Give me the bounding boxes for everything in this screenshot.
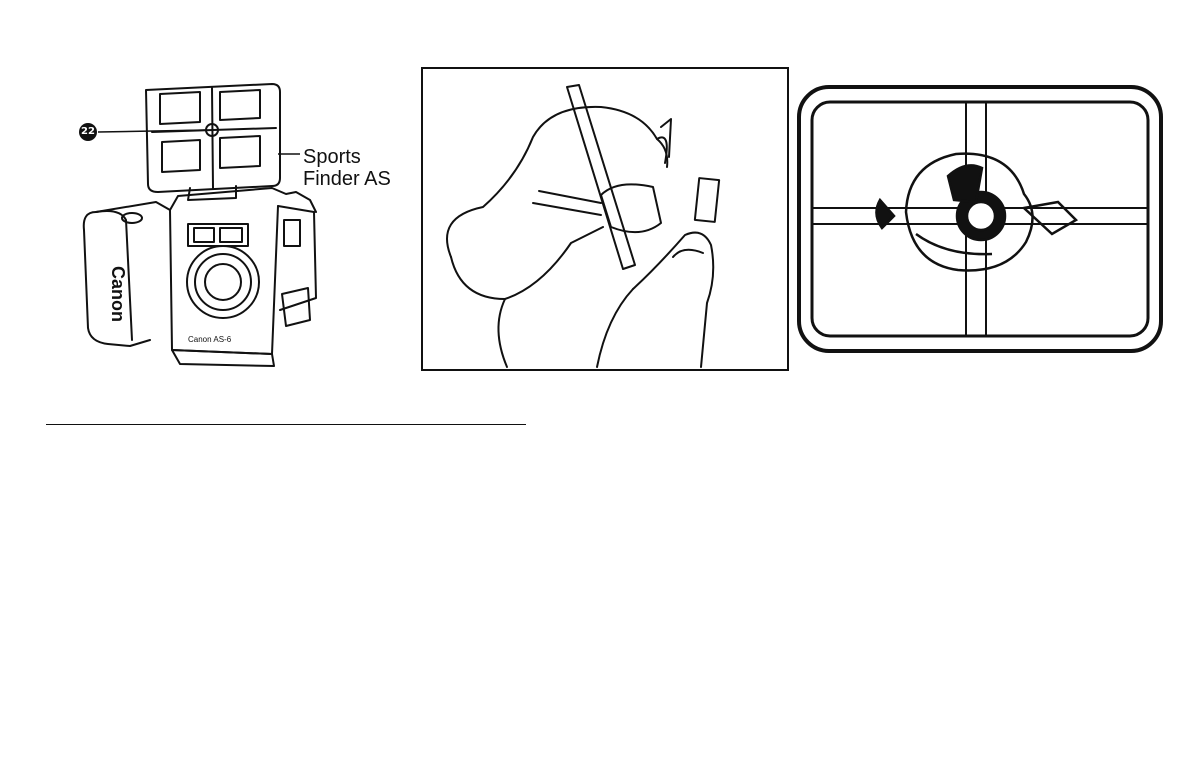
callout-label: Sports Finder AS: [303, 146, 391, 190]
camera-model-mark: Canon AS-6: [188, 335, 232, 344]
camera-figure: Canon Canon AS-6 22 Sports Finder AS: [60, 70, 420, 370]
callout-label-line1: Sports: [303, 146, 391, 168]
callout-label-line2: Finder AS: [303, 168, 391, 190]
diver-frame: [422, 68, 788, 370]
diver-illustration: [421, 67, 789, 371]
fish-subject: [876, 154, 1076, 271]
callout-number: 22: [79, 123, 97, 141]
viewfinder-figure: [796, 84, 1166, 354]
diver-figure: [421, 67, 789, 371]
section-divider: [46, 424, 526, 425]
camera-brand-mark: Canon: [108, 266, 128, 322]
viewfinder-illustration: [796, 84, 1166, 354]
camera-illustration: Canon Canon AS-6: [60, 70, 420, 370]
